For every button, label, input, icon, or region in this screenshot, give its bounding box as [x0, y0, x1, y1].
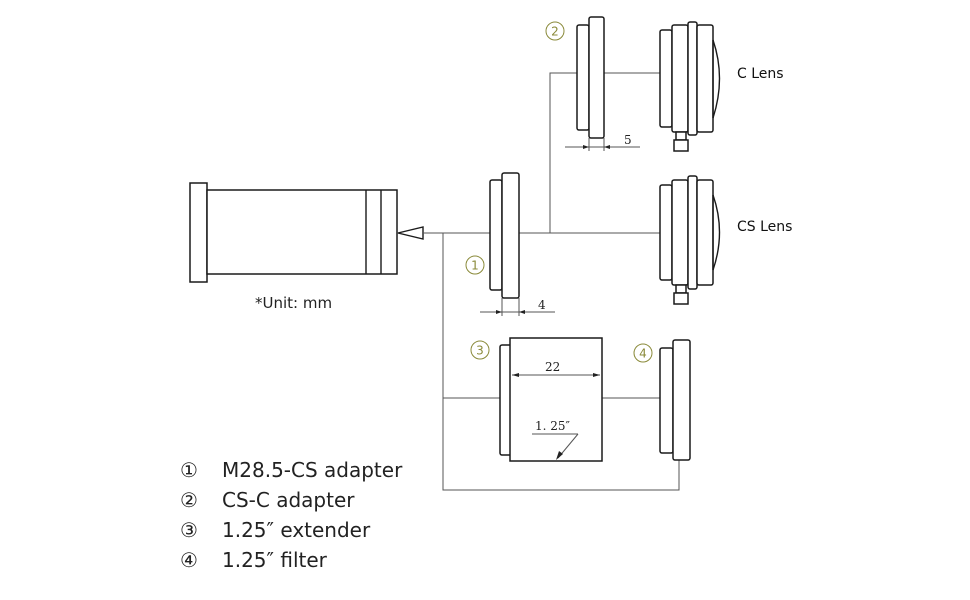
legend-item-1: ① M28.5-CS adapter: [180, 455, 402, 485]
dimension-5-label: 5: [624, 133, 632, 147]
dimension-1-25: 1. 25″: [532, 419, 579, 460]
legend-text: CS-C adapter: [222, 488, 355, 512]
svg-text:4: 4: [639, 347, 647, 361]
cs-lens: [659, 175, 721, 305]
camera-body: [189, 182, 424, 283]
legend-number: ④: [180, 548, 198, 572]
dimension-4-label: 4: [538, 298, 546, 312]
c-lens: [659, 21, 721, 152]
connection-lines: [423, 72, 680, 491]
marker-4: 4: [633, 343, 653, 363]
dimension-4: 4: [480, 298, 555, 316]
svg-text:1: 1: [471, 259, 479, 273]
part-3-extender: [499, 337, 603, 462]
legend-text: M28.5-CS adapter: [222, 458, 403, 482]
dimension-5: 5: [565, 133, 640, 151]
legend-text: 1.25″ extender: [222, 518, 371, 542]
legend-item-3: ③ 1.25″ extender: [180, 515, 402, 545]
marker-2: 2: [545, 21, 565, 41]
legend-number: ①: [180, 458, 198, 482]
legend: ① M28.5-CS adapter ② CS-C adapter ③ 1.25″ e…: [180, 455, 402, 575]
legend-number: ②: [180, 488, 198, 512]
dimension-1-25-label: 1. 25″: [535, 419, 571, 433]
part-2-cs-c-adapter: [576, 16, 605, 139]
legend-number: ③: [180, 518, 198, 542]
cs-lens-label: CS Lens: [737, 219, 792, 235]
part-4-filter: [659, 339, 691, 461]
dimension-22-label: 22: [545, 360, 560, 374]
marker-3: 3: [470, 340, 490, 360]
marker-1: 1: [465, 255, 485, 275]
dimension-22: 22: [512, 360, 600, 377]
c-lens-label: C Lens: [737, 66, 784, 82]
svg-text:2: 2: [551, 25, 559, 39]
legend-item-4: ④ 1.25″ filter: [180, 545, 402, 575]
part-1-m285-cs-adapter: [489, 172, 520, 299]
svg-text:3: 3: [476, 344, 484, 358]
legend-item-2: ② CS-C adapter: [180, 485, 402, 515]
unit-note: *Unit: mm: [255, 294, 332, 312]
legend-text: 1.25″ filter: [222, 548, 327, 572]
